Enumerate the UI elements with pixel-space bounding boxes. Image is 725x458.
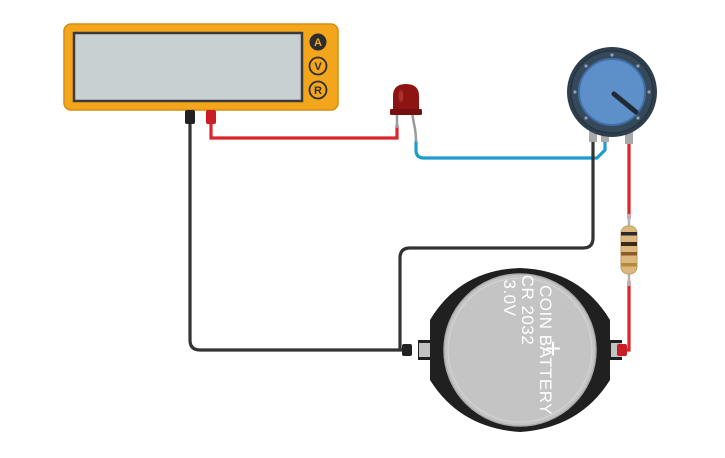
multimeter-com-terminal[interactable]	[185, 110, 195, 124]
multimeter-positive-terminal[interactable]	[206, 110, 216, 124]
led-base	[390, 109, 422, 115]
battery-negative-terminal[interactable]	[419, 343, 430, 357]
potentiometer[interactable]	[567, 47, 657, 144]
resistor[interactable]	[620, 214, 638, 286]
led[interactable]	[390, 84, 422, 143]
mode-v-label: V	[314, 61, 322, 73]
battery-positive-terminal[interactable]	[611, 343, 622, 357]
mode-r-button[interactable]: R	[308, 80, 328, 100]
mode-a-button[interactable]: A	[309, 33, 327, 51]
led-bulb	[393, 84, 419, 112]
multimeter-screen	[72, 31, 304, 103]
mode-a-label: A	[314, 37, 322, 49]
mode-r-label: R	[314, 85, 322, 97]
red-wire-meter-to-led[interactable]	[209, 122, 399, 140]
blue-wire-led-to-potentiometer[interactable]	[414, 138, 607, 160]
multimeter[interactable]: A V R	[63, 23, 339, 124]
red-wire-resistor-to-battery[interactable]	[618, 280, 631, 352]
resistor-body	[620, 225, 638, 275]
potentiometer-knob[interactable]	[578, 58, 646, 126]
mode-v-button[interactable]: V	[308, 56, 328, 76]
battery-label-line1: COIN BATTERY	[536, 285, 555, 415]
potentiometer-pointer	[611, 91, 639, 115]
black-wire-meter-to-battery[interactable]	[188, 120, 410, 352]
coin-battery[interactable]: COIN BATTERY CR 2032 3.0V +	[402, 268, 627, 432]
black-wire-potentiometer-to-battery[interactable]	[398, 138, 595, 350]
battery-label-line2: CR 2032	[518, 275, 537, 346]
battery-cell	[443, 273, 597, 427]
battery-label-line3: 3.0V	[500, 280, 519, 317]
battery-polarity-mark: +	[545, 333, 561, 364]
